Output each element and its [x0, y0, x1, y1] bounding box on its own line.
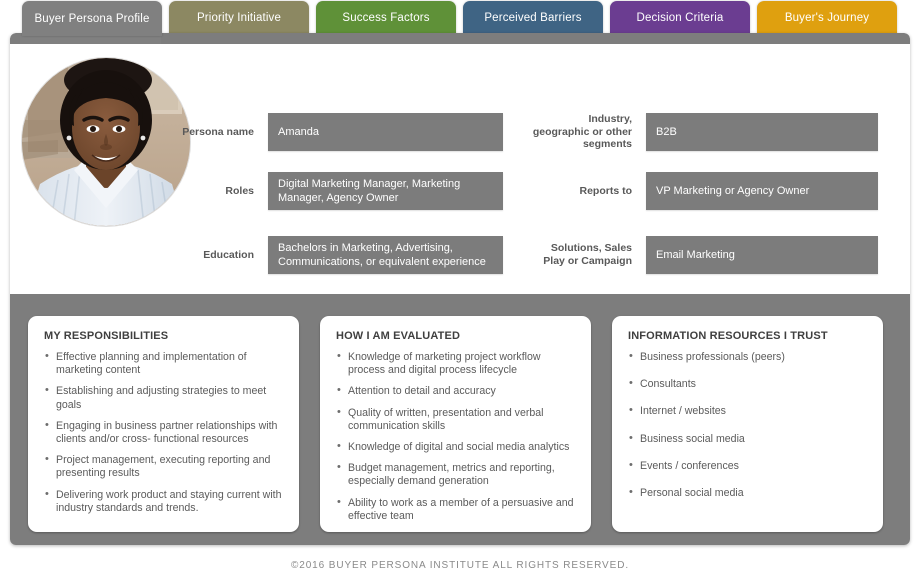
tab-perceived-barriers[interactable]: Perceived Barriers: [463, 1, 603, 35]
list-item: Project management, executing reporting …: [44, 453, 285, 480]
field-row: Industry, geographic or other segments B2…: [530, 113, 878, 151]
list-item: Internet / websites: [628, 404, 869, 418]
list-item: Ability to work as a member of a persuas…: [336, 496, 577, 523]
field-value-box[interactable]: Amanda: [268, 113, 503, 151]
field-label: Industry, geographic or other segments: [532, 113, 632, 151]
field-row: Roles Digital Marketing Manager, Marketin…: [170, 172, 503, 210]
list-item: Consultants: [628, 377, 869, 391]
list-item: Establishing and adjusting strategies to…: [44, 384, 285, 411]
panel-title: HOW I AM EVALUATED: [336, 330, 461, 342]
list-item: Knowledge of marketing project workflow …: [336, 350, 577, 377]
field-row: Solutions, Sales Play or Campaign Email M…: [530, 236, 878, 274]
panel-list: Effective planning and implementation of…: [44, 350, 285, 515]
list-item: Attention to detail and accuracy: [336, 384, 577, 398]
field-value-box[interactable]: Bachelors in Marketing, Advertising, Com…: [268, 236, 503, 274]
field-value-box[interactable]: Digital Marketing Manager, Marketing Man…: [268, 172, 503, 210]
list-item: Quality of written, presentation and ver…: [336, 406, 577, 433]
panel-my-responsibilities: MY RESPONSIBILITIES Effective planning an…: [28, 316, 299, 532]
card-top-strip: [10, 33, 910, 44]
panel-title: MY RESPONSIBILITIES: [44, 330, 169, 342]
persona-portrait-photo: [22, 58, 190, 226]
list-item: Budget management, metrics and reporting…: [336, 461, 577, 488]
field-row: Reports to VP Marketing or Agency Owner: [530, 172, 878, 210]
tab-buyer-s-journey[interactable]: Buyer's Journey: [757, 1, 897, 35]
field-row: Education Bachelors in Marketing, Adverti…: [170, 236, 503, 274]
field-label: Persona name: [182, 125, 254, 138]
avatar: [22, 58, 190, 226]
panel-information-resources-i-trust: INFORMATION RESOURCES I TRUST Business pr…: [612, 316, 883, 532]
panel-list: Knowledge of marketing project workflow …: [336, 350, 577, 523]
field-label: Roles: [225, 184, 254, 197]
field-label: Education: [203, 248, 254, 261]
list-item: Business professionals (peers): [628, 350, 869, 364]
lists-section: MY RESPONSIBILITIES Effective planning an…: [10, 294, 910, 545]
panel-title: INFORMATION RESOURCES I TRUST: [628, 330, 828, 342]
list-item: Business social media: [628, 432, 869, 446]
footer-copyright: ©2016 BUYER PERSONA INSTITUTE ALL RIGHTS…: [290, 560, 629, 571]
panel-how-i-am-evaluated: HOW I AM EVALUATED Knowledge of marketing…: [320, 316, 591, 532]
tab-decision-criteria[interactable]: Decision Criteria: [610, 1, 750, 35]
active-tab-connector: [20, 33, 161, 44]
list-item: Effective planning and implementation of…: [44, 350, 285, 377]
field-label: Reports to: [579, 184, 633, 197]
panel-list: Business professionals (peers) Consultant…: [628, 350, 869, 500]
field-label: Solutions, Sales Play or Campaign: [543, 242, 632, 267]
list-item: Engaging in business partner relationshi…: [44, 419, 285, 446]
field-value-box[interactable]: VP Marketing or Agency Owner: [646, 172, 878, 210]
field-value-box[interactable]: B2B: [646, 113, 878, 151]
list-item: Events / conferences: [628, 459, 869, 473]
tab-priority-initiative[interactable]: Priority Initiative: [169, 1, 309, 35]
tab-buyer-persona-profile[interactable]: Buyer Persona Profile: [22, 1, 162, 36]
field-row: Persona name Amanda: [170, 113, 503, 151]
field-value-box[interactable]: Email Marketing: [646, 236, 878, 274]
tab-success-factors[interactable]: Success Factors: [316, 1, 456, 35]
list-item: Knowledge of digital and social media an…: [336, 440, 577, 454]
list-item: Personal social media: [628, 486, 869, 500]
list-item: Delivering work product and staying curr…: [44, 488, 285, 515]
